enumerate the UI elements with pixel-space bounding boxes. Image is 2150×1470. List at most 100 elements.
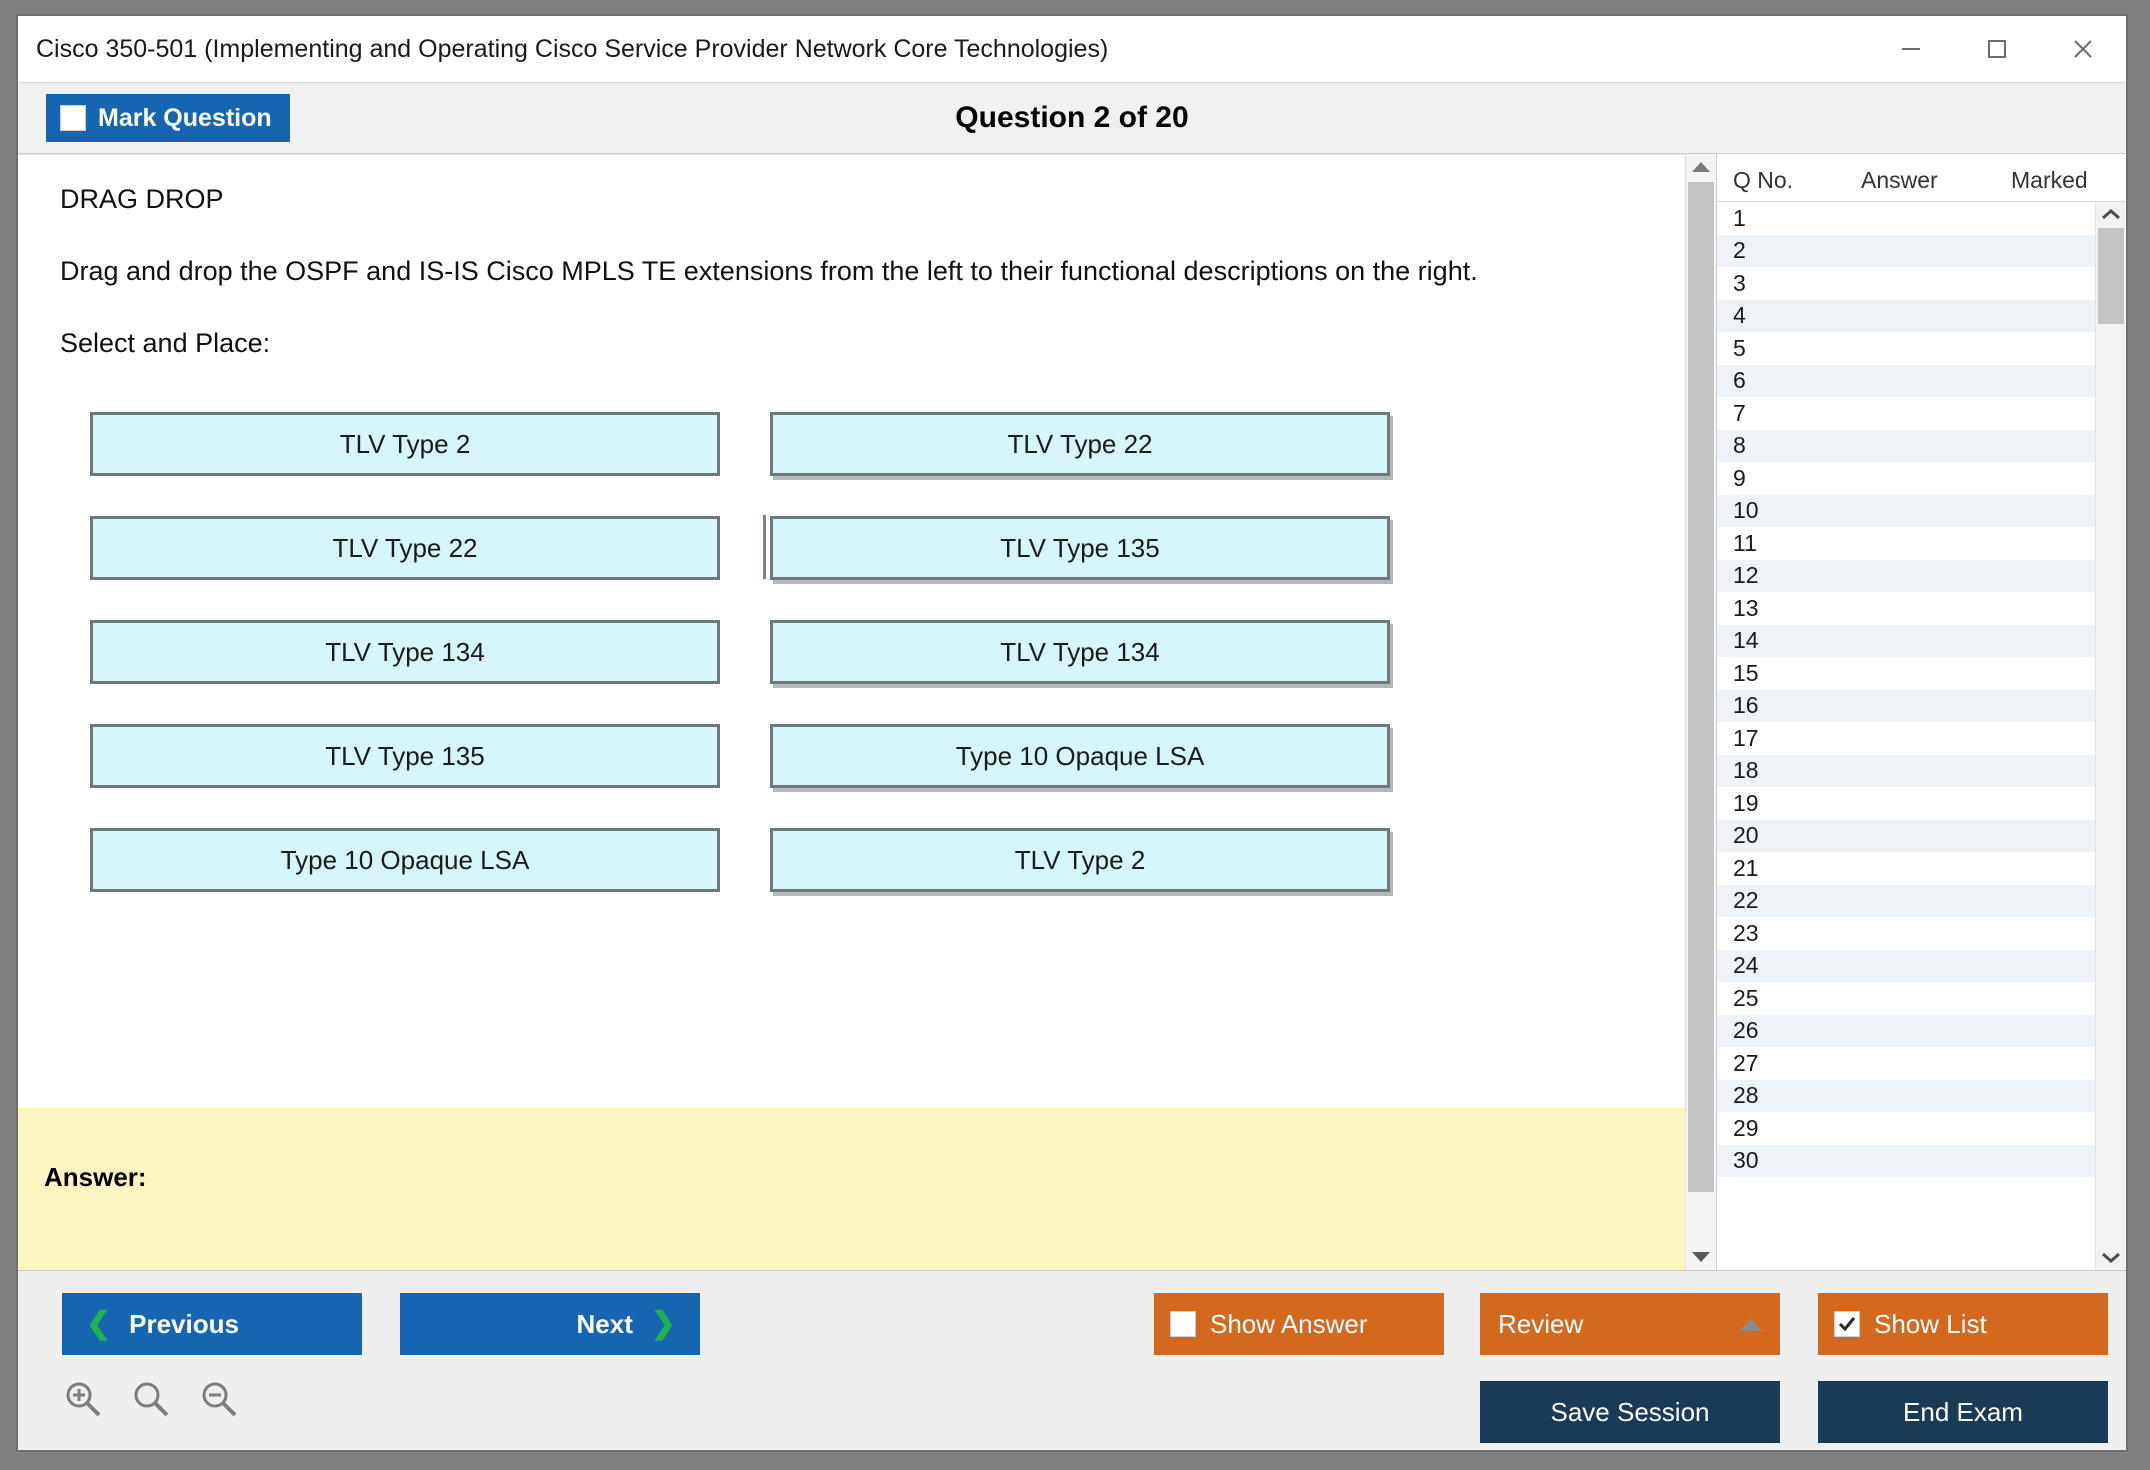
question-number: 11 (1733, 529, 1757, 556)
minimize-icon[interactable] (1868, 17, 1954, 81)
table-row[interactable]: 12 (1717, 559, 2095, 592)
drag-item[interactable]: TLV Type 135 (90, 724, 720, 789)
maximize-icon[interactable] (1954, 17, 2040, 81)
drag-item[interactable]: TLV Type 2 (90, 412, 720, 477)
table-row[interactable]: 22 (1717, 884, 2095, 917)
table-row[interactable]: 15 (1717, 657, 2095, 690)
table-row[interactable]: 29 (1717, 1112, 2095, 1145)
drop-target-label: TLV Type 2 (1014, 844, 1146, 875)
close-icon[interactable] (2040, 17, 2126, 81)
scroll-down-icon[interactable] (1686, 1244, 1716, 1270)
next-button[interactable]: Next ❯ (400, 1293, 700, 1355)
title-bar: Cisco 350-501 (Implementing and Operatin… (18, 16, 2126, 82)
mark-question-button[interactable]: Mark Question (46, 94, 290, 142)
question-number: 13 (1733, 594, 1759, 621)
drag-item-label: TLV Type 134 (325, 636, 485, 667)
table-row[interactable]: 18 (1717, 754, 2095, 787)
question-number: 3 (1733, 269, 1746, 296)
table-row[interactable]: 1 (1717, 202, 2095, 235)
table-row[interactable]: 9 (1717, 462, 2095, 495)
table-row[interactable]: 4 (1717, 299, 2095, 332)
question-list-scrollbar[interactable] (2095, 202, 2126, 1270)
table-row[interactable]: 5 (1717, 332, 2095, 365)
question-scrollbar[interactable] (1685, 154, 1716, 1270)
question-number: 27 (1733, 1049, 1759, 1076)
save-session-button[interactable]: Save Session (1480, 1381, 1780, 1443)
question-number: 21 (1733, 854, 1759, 881)
question-number: 1 (1733, 204, 1746, 231)
zoom-reset-icon[interactable] (130, 1379, 172, 1426)
show-list-checkbox[interactable] (1834, 1311, 1860, 1337)
question-number: 17 (1733, 724, 1759, 751)
drop-target[interactable]: TLV Type 134 (770, 620, 1390, 685)
table-row[interactable]: 27 (1717, 1047, 2095, 1080)
table-row[interactable]: 7 (1717, 397, 2095, 430)
question-prompt: Drag and drop the OSPF and IS-IS Cisco M… (60, 255, 1478, 286)
question-number: 2 (1733, 237, 1746, 264)
table-row[interactable]: 2 (1717, 234, 2095, 267)
drag-drop-area: TLV Type 2 TLV Type 22 TLV Type 134 TLV … (60, 412, 1685, 893)
table-row[interactable]: 30 (1717, 1144, 2095, 1177)
scrollbar-thumb[interactable] (1688, 182, 1714, 1192)
zoom-out-icon[interactable] (198, 1379, 240, 1426)
list-scrollbar-thumb[interactable] (2098, 228, 2124, 324)
show-answer-button[interactable]: Show Answer (1154, 1293, 1444, 1355)
review-button[interactable]: Review (1480, 1293, 1780, 1355)
question-number: 22 (1733, 887, 1759, 914)
question-number: 4 (1733, 302, 1746, 329)
question-number: 14 (1733, 627, 1759, 654)
table-row[interactable]: 28 (1717, 1079, 2095, 1112)
mark-question-checkbox[interactable] (60, 105, 86, 131)
table-row[interactable]: 25 (1717, 982, 2095, 1015)
question-number: 19 (1733, 789, 1759, 816)
question-number: 10 (1733, 497, 1759, 524)
table-row[interactable]: 24 (1717, 949, 2095, 982)
table-row[interactable]: 19 (1717, 787, 2095, 820)
drag-item[interactable]: TLV Type 134 (90, 620, 720, 685)
scroll-up-icon[interactable] (1686, 154, 1716, 180)
drop-target[interactable]: TLV Type 2 (770, 828, 1390, 893)
drag-item[interactable]: Type 10 Opaque LSA (90, 828, 720, 893)
column-header-answer: Answer (1861, 167, 1938, 193)
drop-target-label: Type 10 Opaque LSA (955, 740, 1205, 771)
question-number: 24 (1733, 952, 1759, 979)
previous-button[interactable]: ❮ Previous (62, 1293, 362, 1355)
drop-target[interactable]: TLV Type 22 (770, 412, 1390, 477)
table-row[interactable]: 8 (1717, 429, 2095, 462)
zoom-in-icon[interactable] (62, 1379, 104, 1426)
show-list-button[interactable]: Show List (1818, 1293, 2108, 1355)
show-answer-label: Show Answer (1210, 1308, 1368, 1339)
end-exam-label: End Exam (1903, 1396, 2023, 1427)
table-row[interactable]: 13 (1717, 592, 2095, 625)
drag-source-column: TLV Type 2 TLV Type 22 TLV Type 134 TLV … (90, 412, 720, 932)
footer-toolbar: ❮ Previous Next ❯ Show Answer Review Sho… (18, 1270, 2126, 1450)
question-number: 6 (1733, 367, 1746, 394)
table-row[interactable]: 11 (1717, 527, 2095, 560)
question-header: Mark Question Question 2 of 20 (18, 82, 2126, 154)
question-number: 9 (1733, 464, 1746, 491)
show-answer-checkbox[interactable] (1170, 1311, 1196, 1337)
table-row[interactable]: 26 (1717, 1014, 2095, 1047)
table-row[interactable]: 21 (1717, 852, 2095, 885)
table-row[interactable]: 3 (1717, 267, 2095, 300)
previous-label: Previous (129, 1308, 239, 1339)
zoom-controls (62, 1379, 240, 1426)
table-row[interactable]: 20 (1717, 819, 2095, 852)
exam-window: Cisco 350-501 (Implementing and Operatin… (16, 14, 2128, 1452)
table-row[interactable]: 23 (1717, 917, 2095, 950)
table-row[interactable]: 14 (1717, 624, 2095, 657)
question-body: DRAG DROP Drag and drop the OSPF and IS-… (18, 155, 1685, 1108)
table-row[interactable]: 6 (1717, 364, 2095, 397)
list-scroll-down-icon[interactable] (2096, 1244, 2126, 1270)
save-session-label: Save Session (1550, 1396, 1710, 1427)
drag-item[interactable]: TLV Type 22 (90, 516, 720, 581)
table-row[interactable]: 16 (1717, 689, 2095, 722)
list-scroll-up-icon[interactable] (2096, 202, 2126, 228)
drop-target[interactable]: TLV Type 135 (763, 515, 1390, 581)
table-row[interactable]: 10 (1717, 494, 2095, 527)
drop-target[interactable]: Type 10 Opaque LSA (770, 724, 1390, 789)
drag-item-label: TLV Type 2 (339, 428, 471, 459)
table-row[interactable]: 17 (1717, 722, 2095, 755)
end-exam-button[interactable]: End Exam (1818, 1381, 2108, 1443)
